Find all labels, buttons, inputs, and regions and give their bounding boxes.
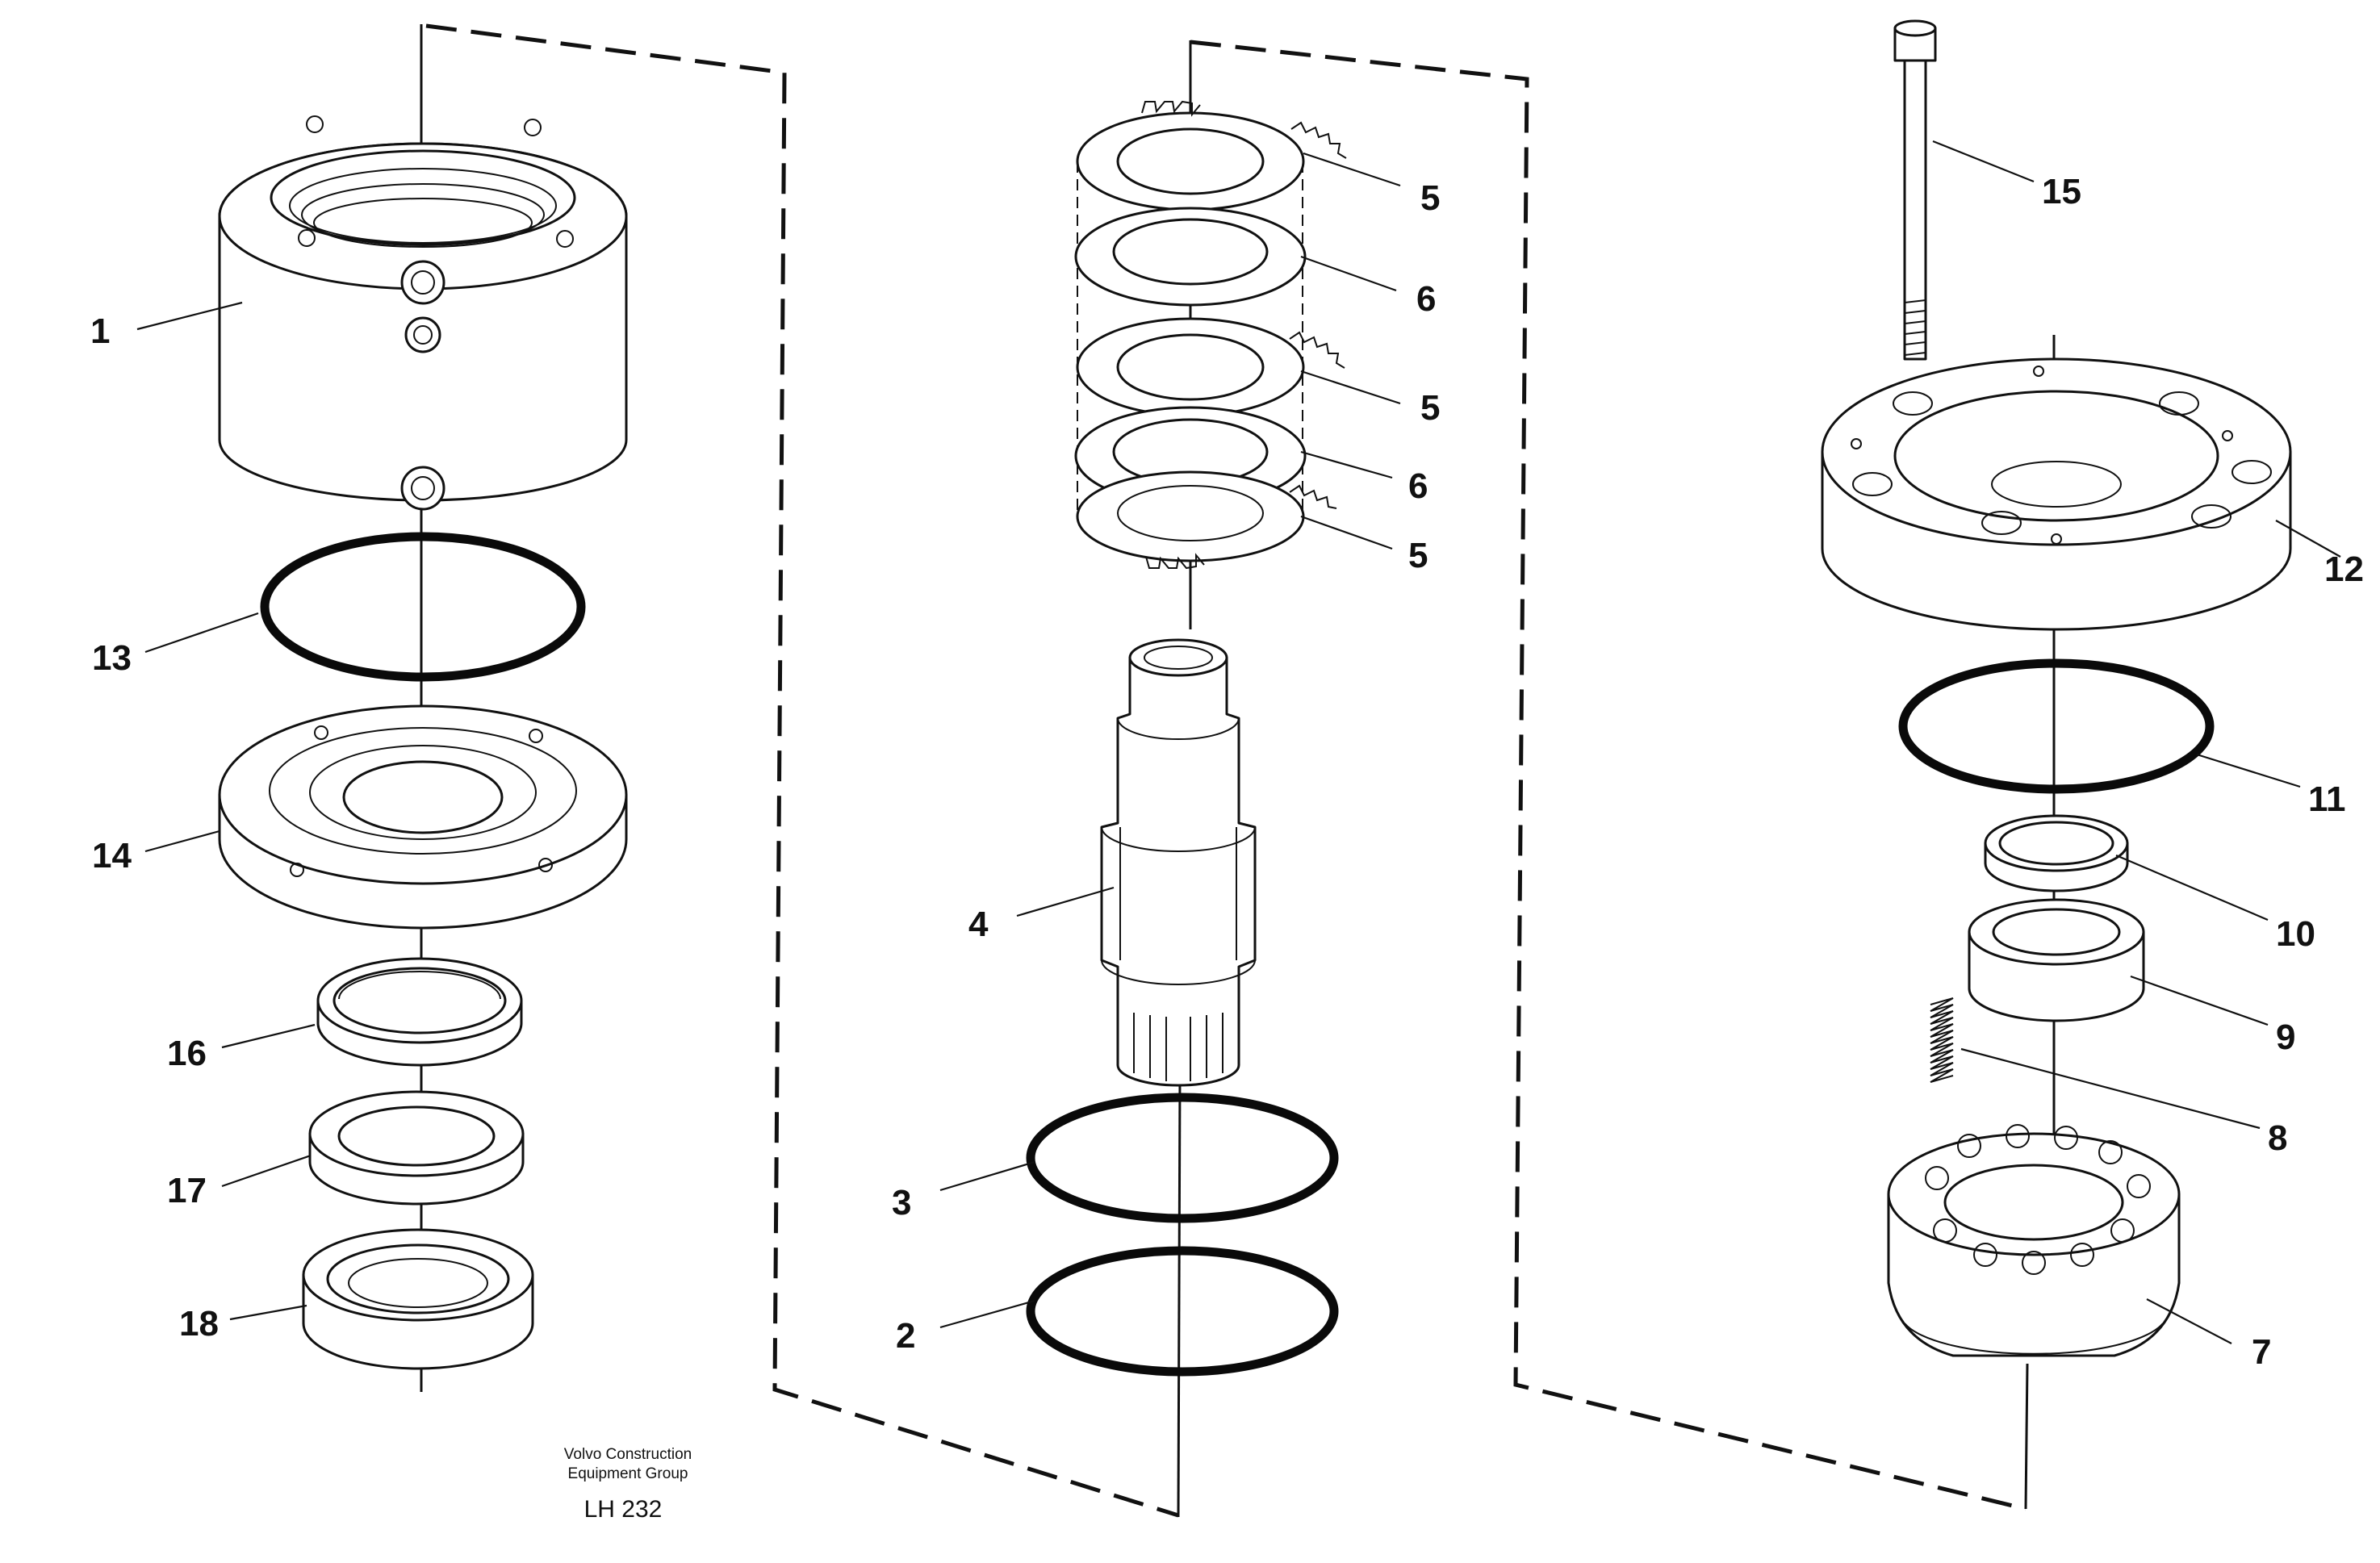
part-8-spring <box>1930 997 1954 1083</box>
part-2-o-ring <box>1026 1246 1339 1377</box>
callout-13: 13 <box>92 638 132 678</box>
callout-11: 11 <box>2308 779 2346 819</box>
footer-company-line-1: Volvo Construction <box>564 1446 692 1463</box>
callout-5-middle: 5 <box>1420 388 1440 428</box>
callout-18: 18 <box>179 1304 219 1344</box>
callout-2: 2 <box>896 1316 915 1356</box>
footer-company-line-2: Equipment Group <box>568 1465 688 1482</box>
part-3-o-ring <box>1026 1093 1339 1223</box>
part-6-steel-disc-top <box>1074 207 1307 307</box>
callouts: 1 13 14 16 17 18 5 6 5 6 5 4 3 2 15 12 1… <box>90 172 2364 1372</box>
part-17-bearing-race <box>308 1090 525 1206</box>
part-4-splined-shaft <box>1100 638 1257 1087</box>
leader-lines <box>136 140 2341 1344</box>
part-13-o-ring <box>260 532 586 682</box>
callout-6-top: 6 <box>1416 279 1436 319</box>
callout-14: 14 <box>92 836 132 876</box>
part-5-friction-disc-top <box>1076 100 1347 211</box>
callout-5-bottom: 5 <box>1408 536 1428 575</box>
part-7-piston <box>1887 1124 2181 1357</box>
callout-9: 9 <box>2276 1018 2295 1057</box>
callout-5-top: 5 <box>1420 178 1440 218</box>
dashed-frame-left <box>425 23 1179 1518</box>
callout-15: 15 <box>2042 172 2081 211</box>
callout-1: 1 <box>90 311 110 351</box>
part-5-friction-disc-middle <box>1076 317 1345 417</box>
part-15-bolt <box>1893 19 1937 361</box>
part-10-seal-ring <box>1984 814 2129 892</box>
footer: Volvo Construction Equipment Group LH 23… <box>564 1446 692 1523</box>
callout-12: 12 <box>2324 550 2364 589</box>
part-16-bearing-race <box>316 957 523 1067</box>
callout-16: 16 <box>167 1034 207 1073</box>
part-14-flange <box>218 704 628 930</box>
part-12-cover <box>1821 357 2292 631</box>
part-11-o-ring <box>1898 658 2215 794</box>
callout-6-middle: 6 <box>1408 466 1428 506</box>
right-assembly <box>1821 19 2292 1510</box>
left-assembly <box>218 24 628 1392</box>
callout-3: 3 <box>892 1183 911 1222</box>
part-1-housing <box>218 115 628 511</box>
dashed-frame-right <box>1190 40 2027 1511</box>
callout-4: 4 <box>968 905 989 944</box>
callout-10: 10 <box>2276 914 2315 954</box>
callout-7: 7 <box>2252 1332 2271 1372</box>
middle-assembly <box>1026 40 1347 1518</box>
footer-drawing-code: LH 232 <box>584 1496 663 1523</box>
part-5-friction-disc-bottom <box>1076 470 1337 570</box>
part-18-bearing <box>302 1228 534 1370</box>
callout-17: 17 <box>167 1171 207 1210</box>
callout-8: 8 <box>2268 1118 2287 1158</box>
part-9-bearing <box>1968 898 2145 1022</box>
